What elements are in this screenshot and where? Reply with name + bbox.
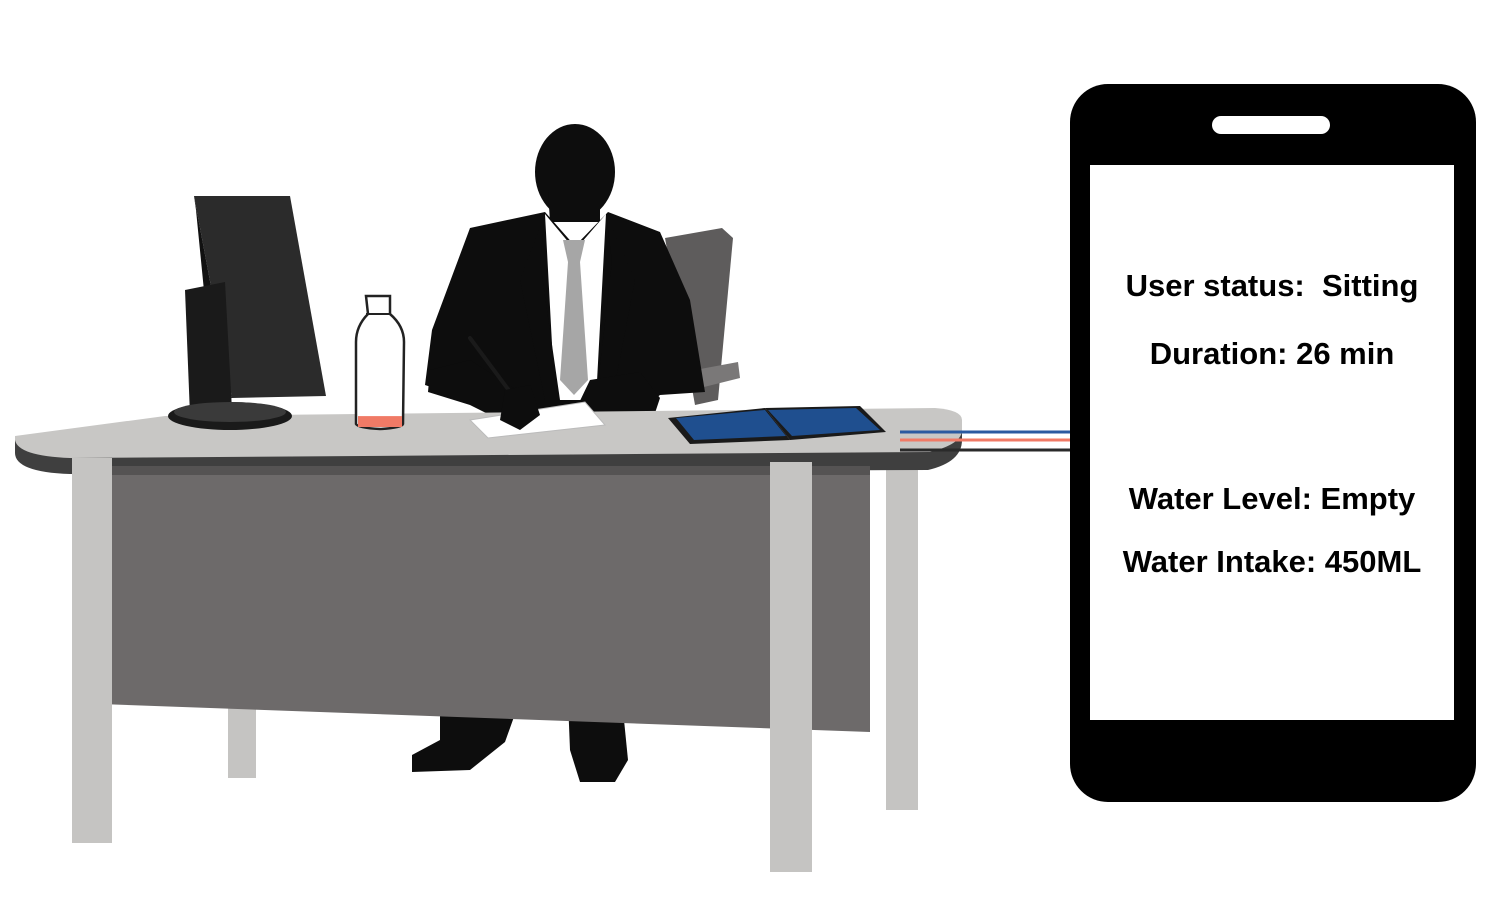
desk-leg-back-left [228, 700, 256, 778]
office-chair [665, 228, 740, 405]
monitor [168, 196, 326, 430]
desk [14, 408, 962, 732]
duration-text: Duration: 26 min [1149, 336, 1395, 371]
phone-screen [1090, 165, 1454, 720]
person-silhouette [425, 124, 705, 438]
water-intake-text: Water Intake: 450ML [1122, 544, 1422, 579]
water-bottle [354, 294, 406, 431]
smartphone [1070, 84, 1476, 802]
desk-leg-front-left [72, 458, 112, 843]
desk-leg-front-right [770, 462, 812, 872]
desk-leg-back-right [886, 455, 918, 810]
water-level-text: Water Level: Empty [1128, 481, 1416, 516]
phone-speaker [1212, 116, 1330, 134]
user-status-text: User status: Sitting [1125, 268, 1419, 303]
bottle-water-level [358, 416, 402, 427]
notebook [668, 406, 886, 444]
paper-and-pen [468, 336, 607, 439]
